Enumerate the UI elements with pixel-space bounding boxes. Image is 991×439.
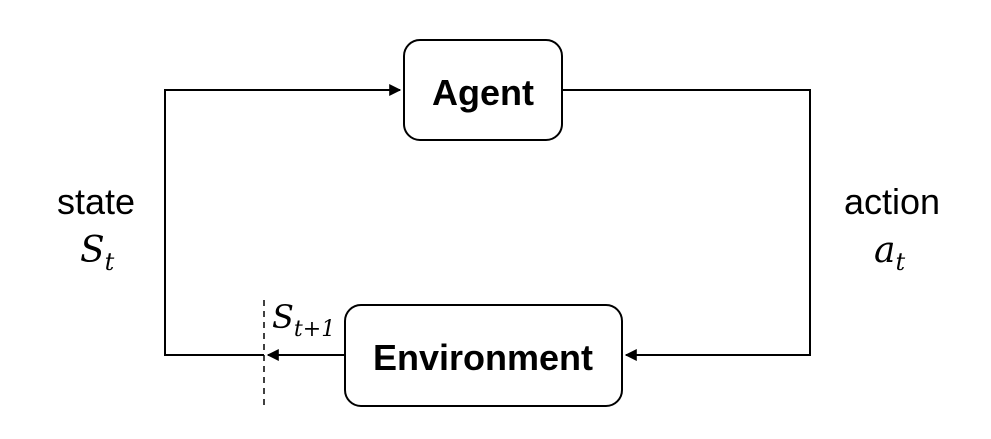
action-symbol-base: a (874, 230, 895, 271)
state-label: state (57, 181, 135, 222)
next-state-symbol-subscript: t+1 (294, 317, 335, 342)
state-label-group: state St (57, 181, 135, 276)
action-symbol: at (874, 230, 905, 276)
state-symbol-base: S (80, 230, 105, 271)
action-label: action (844, 181, 940, 222)
action-symbol-subscript: t (895, 248, 905, 276)
state-symbol: St (80, 230, 115, 276)
state-symbol-subscript: t (105, 248, 115, 276)
environment-label: Environment (373, 337, 593, 378)
agent-node: Agent (403, 39, 563, 141)
action-arrow (562, 89, 811, 361)
agent-label: Agent (432, 72, 534, 113)
next-state-symbol-base: S (272, 298, 294, 336)
next-state-symbol: St+1 (272, 298, 335, 342)
state-arrow (164, 84, 402, 356)
environment-node: Environment (344, 304, 623, 407)
action-label-group: action at (844, 181, 940, 276)
